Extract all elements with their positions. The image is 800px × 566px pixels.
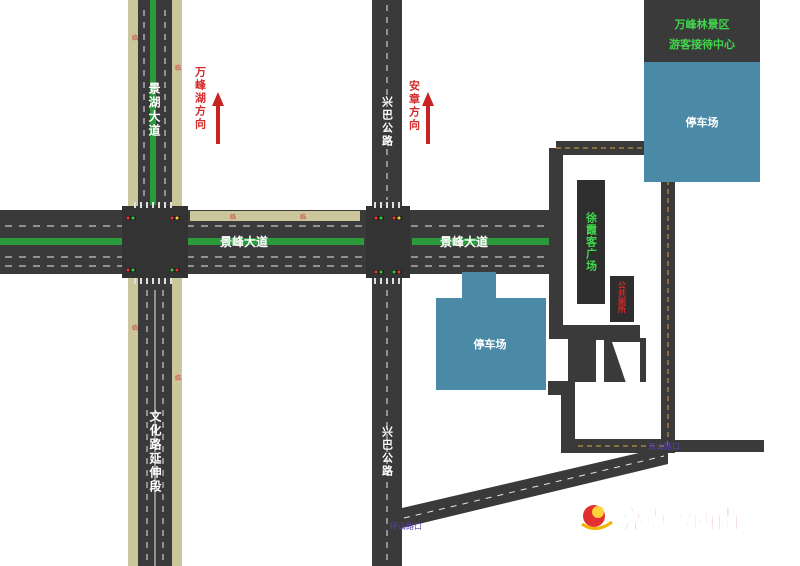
road-label-jingfeng-1: 景峰大道 <box>220 234 268 249</box>
junction-label-dongshan: 东山路口 <box>648 441 680 451</box>
scenic-inner-road <box>549 148 640 339</box>
intersection-east <box>366 206 410 278</box>
parking-label-1: 停车场 <box>686 115 719 129</box>
sidewalk-mark: 临 <box>300 213 306 221</box>
scenic-loop-dashed <box>556 147 669 447</box>
road-label-wenhua: 文化路延伸段 <box>148 409 162 494</box>
direction-label-anzhang: 安章方向 <box>408 79 421 132</box>
sidewalk-mark: 临 <box>132 34 138 42</box>
brand-logo: 亮点黔西南 <box>581 505 740 534</box>
parking-lot-2 <box>436 272 546 390</box>
huanshan-lane-line <box>403 455 665 519</box>
jingfeng-north-sidewalk <box>190 211 360 221</box>
road-label-jingfeng-2: 景峰大道 <box>440 234 488 249</box>
sidewalk-mark: 临 <box>132 324 138 332</box>
crosswalks <box>134 202 400 284</box>
arrow-up-icon-anzhang <box>422 92 434 144</box>
scenic-island-2 <box>612 342 640 412</box>
scenic-island-1 <box>596 340 604 412</box>
jinghu-median <box>150 0 156 205</box>
road-label-jinghu: 景湖大道 <box>147 82 161 138</box>
jingfeng-median-east <box>412 238 560 245</box>
junction-label-huanshan: 环山路口 <box>390 521 422 531</box>
parking-label-2: 停车场 <box>474 337 507 351</box>
sidewalk-mark: 临 <box>175 374 181 382</box>
direction-label-wanfenghu: 万峰湖方向 <box>194 66 208 131</box>
sidewalk-mark: 临 <box>175 64 181 72</box>
public-toilet-block <box>610 276 634 322</box>
visitor-center-label-1: 万峰林景区 <box>674 17 730 31</box>
public-toilet-label: 公共厕所 <box>618 281 627 314</box>
brand-text: 亮点黔西南 <box>620 506 740 534</box>
visitor-center-block <box>644 0 760 62</box>
xuxiake-square-block <box>577 180 605 304</box>
parking-lot-1 <box>644 62 760 182</box>
road-label-xingba-south: 兴巴公路 <box>381 425 394 478</box>
jingfeng-median-middle <box>188 238 364 245</box>
sidewalk-mark: 临 <box>230 213 236 221</box>
road-label-xingba-north: 兴巴公路 <box>381 95 394 148</box>
jingfeng-median-west <box>0 238 128 245</box>
xuxiake-square-label: 徐霞客广场 <box>585 211 599 272</box>
sidewalk-marks: 临 临 临 临 临 临 <box>132 34 306 382</box>
visitor-center-label-2: 游客接待中心 <box>669 37 735 51</box>
dongshan-road <box>668 440 764 452</box>
traffic-light-icons <box>126 216 402 274</box>
arrow-up-icon-wanfenghu <box>212 92 224 144</box>
